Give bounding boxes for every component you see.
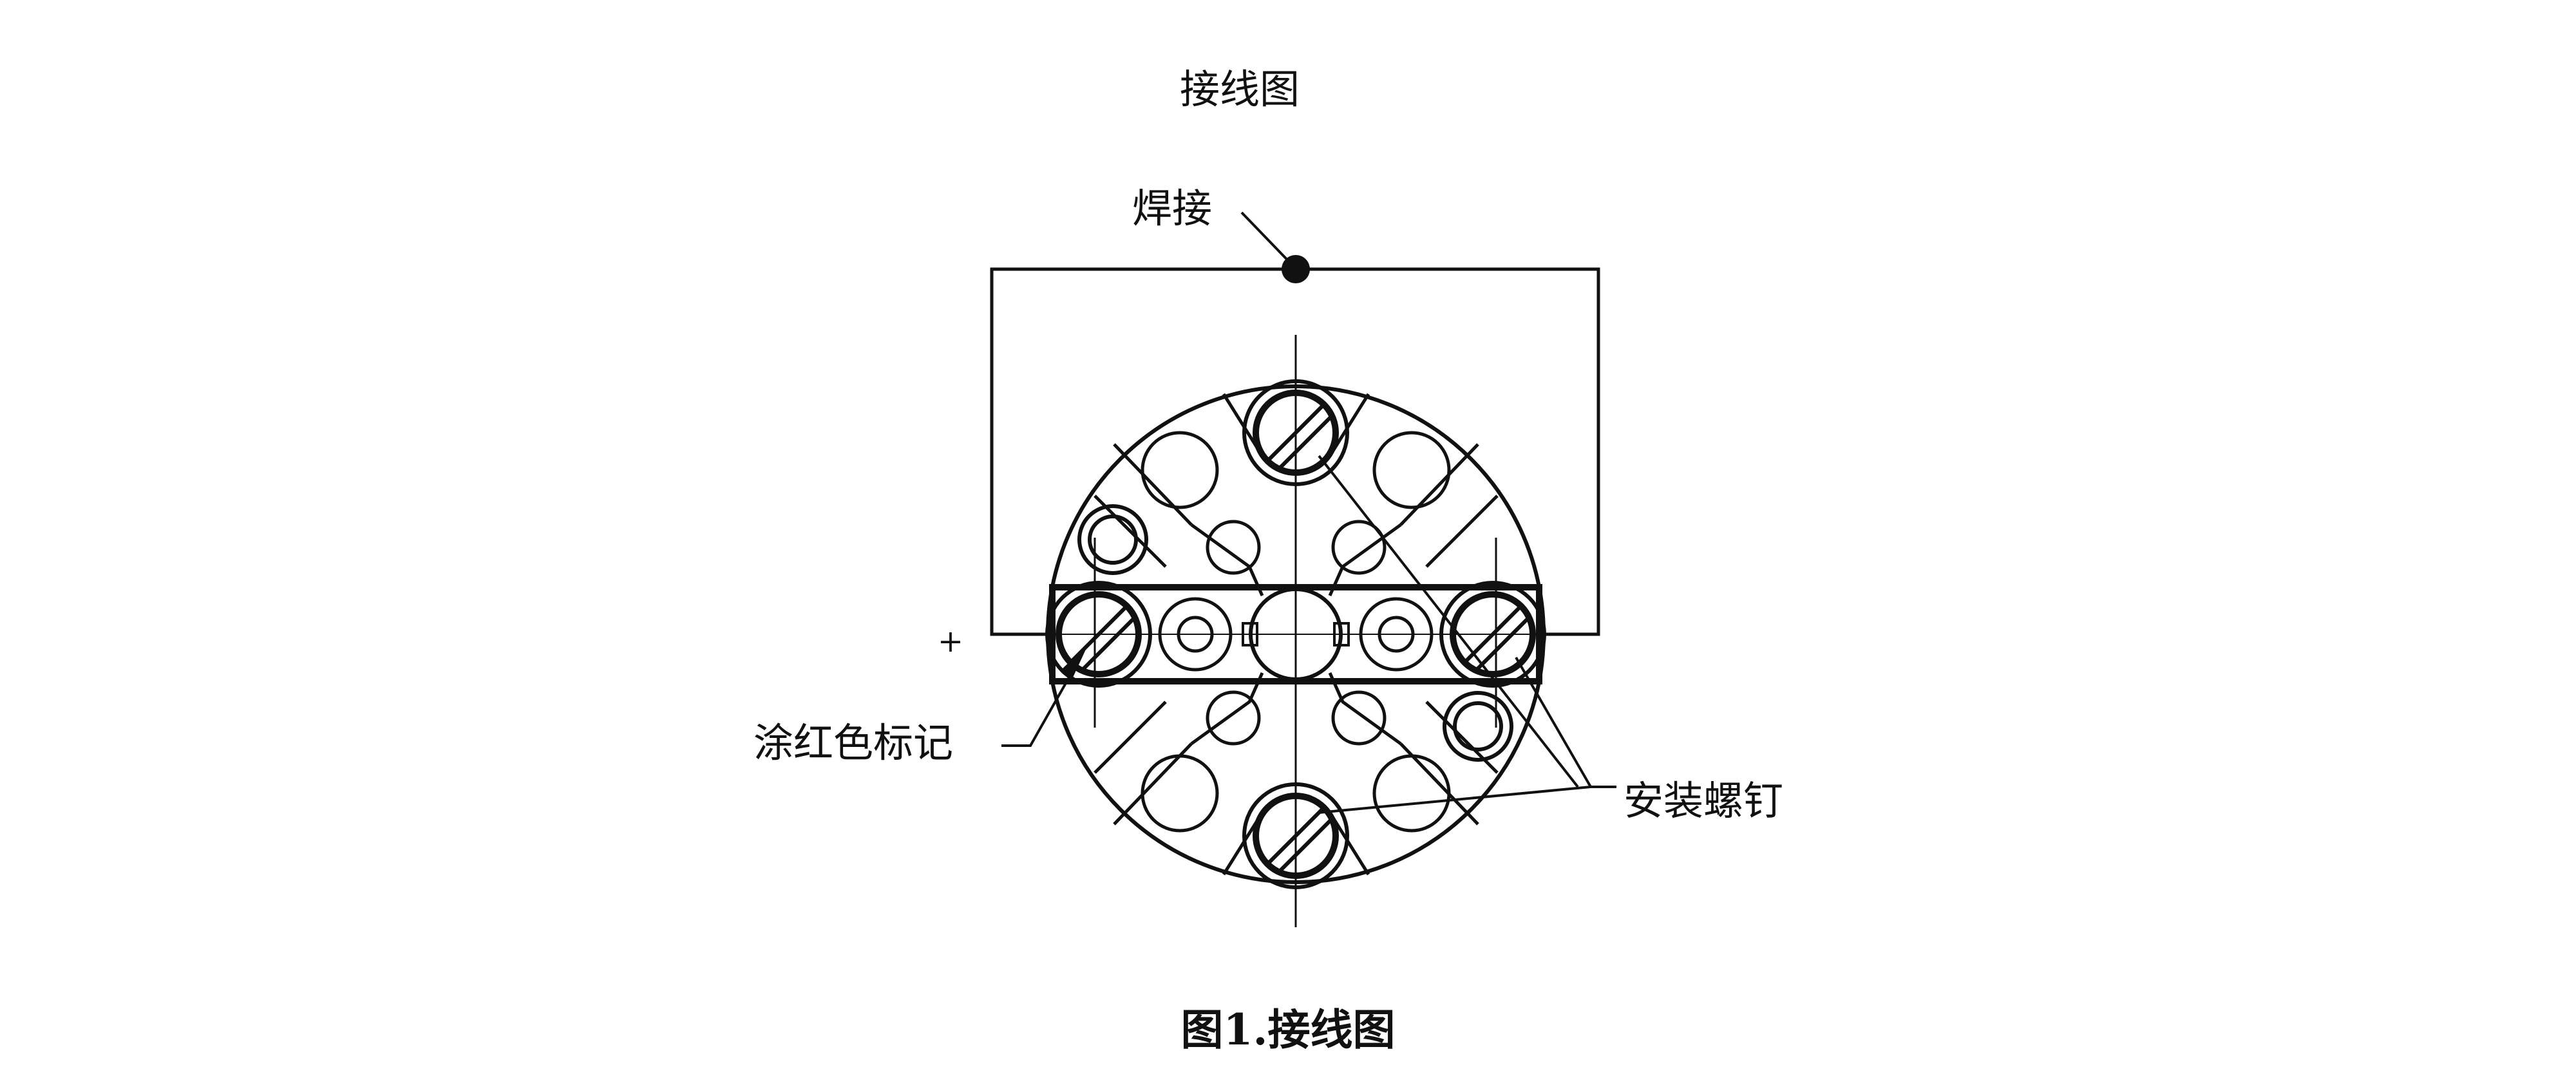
terminal-screw-top (1242, 379, 1349, 486)
hub-contact-left (1242, 622, 1258, 646)
diagram-title: 接线图 (1180, 66, 1300, 113)
weld-label: 焊接 (1132, 185, 1212, 232)
wire-clamps (1158, 597, 1434, 672)
weld-leader-line (1240, 211, 1296, 269)
weld-point (1282, 255, 1310, 283)
central-hub (1249, 587, 1343, 681)
terminal-screw-left (1045, 581, 1152, 688)
hub-contact-right (1333, 622, 1350, 646)
small-holes (1206, 520, 1387, 746)
aux-rings (1077, 504, 1513, 762)
red-mark-label: 涂红色标记 (753, 719, 953, 766)
large-holes (1141, 431, 1451, 833)
mounting-screw-leaders (1318, 455, 1616, 814)
plus-sign: + (938, 623, 963, 659)
mounting-screw-label: 安装螺钉 (1624, 777, 1783, 824)
red-mark-indicator (1061, 644, 1088, 677)
terminal-screw-bottom (1242, 782, 1349, 889)
figure-caption: 图1.接线图 (1181, 1005, 1396, 1055)
red-mark-leader (1001, 677, 1070, 747)
